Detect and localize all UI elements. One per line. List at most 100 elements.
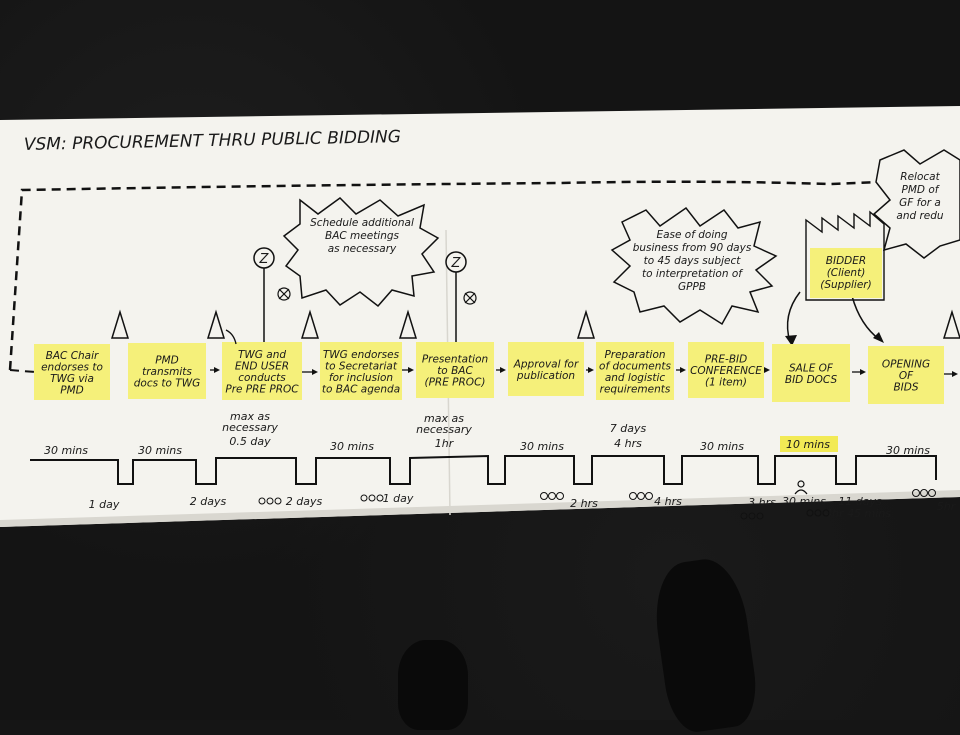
timeline-bottom-label: 11 days xyxy=(838,495,882,508)
timeline-bottom-label: 1 day xyxy=(89,498,120,511)
shoe-left xyxy=(398,640,468,730)
process-step-label: endorses to xyxy=(41,361,103,373)
kaizen-burst-text: PMD of xyxy=(902,184,941,196)
inventory-triangle-icon xyxy=(300,309,320,339)
go-see-marker-2: Z xyxy=(445,251,477,342)
process-step-label: to Secretariat xyxy=(325,360,398,372)
flow-arrowhead xyxy=(214,367,220,373)
process-step-label: Presentation xyxy=(422,354,488,366)
process-step-label: (1 item) xyxy=(705,377,747,389)
process-step-label: transmits xyxy=(142,366,192,378)
process-step-label: OF xyxy=(899,370,914,382)
sticky-note xyxy=(688,342,764,398)
inventory-triangle-icon xyxy=(398,309,418,339)
bidder-arrowhead-sale xyxy=(785,335,797,346)
flow-arrowhead xyxy=(588,367,594,373)
sticky-note xyxy=(320,342,402,400)
timeline-top-label: 10 mins xyxy=(786,438,830,451)
timeline-top-label: 7 days xyxy=(610,422,647,435)
timeline-top-label: 0.5 day xyxy=(229,435,271,448)
kaizen-burst-text: GF for a xyxy=(899,197,941,209)
process-step-label: Preparation xyxy=(604,349,665,361)
bidder-sticky-note xyxy=(810,248,882,298)
sticky-note xyxy=(508,342,584,396)
process-step-label: CONFERENCE xyxy=(690,365,762,377)
timeline-bottom-label: 1 day xyxy=(383,492,414,505)
timeline-bottom-label: 2 hrs xyxy=(570,497,598,510)
process-step-label: (PRE PROC) xyxy=(424,377,485,389)
process-step-label: TWG via xyxy=(50,373,94,385)
inventory-triangle-icon xyxy=(110,309,130,339)
process-step-label: TWG endorses xyxy=(323,349,400,361)
kaizen-burst-text: Schedule additional xyxy=(310,217,414,229)
crossed-circle-icon xyxy=(463,291,477,305)
process-step-label: publication xyxy=(516,370,575,382)
timeline-top-label: necessary xyxy=(416,423,472,436)
z-marker-icon xyxy=(445,251,467,273)
process-step-label: TWG and xyxy=(238,349,286,361)
timeline-bottom-label: 2 days xyxy=(286,495,323,508)
process-step-label: requirements xyxy=(600,383,671,395)
process-step-label: PMD xyxy=(155,355,178,367)
vsm-poster: VSM: PROCUREMENT THRU PUBLIC BIDDING Sch… xyxy=(0,106,960,527)
go-see-marker-1: Z xyxy=(253,247,291,342)
flow-arrowhead xyxy=(408,367,414,373)
flow-arrowhead xyxy=(500,367,506,373)
timeline-bottom-label: 3 hrs xyxy=(748,496,776,509)
process-step-label: END USER xyxy=(235,360,289,372)
process-step-label: BID DOCS xyxy=(785,374,838,386)
timeline-bottom-label: 2 days xyxy=(190,495,227,508)
timeline-ladder xyxy=(30,454,937,485)
timeline-top-label: 30 mins xyxy=(700,440,744,453)
z-marker-letter: Z xyxy=(259,252,270,267)
kaizen-burst-text: to interpretation of xyxy=(642,268,744,280)
flow-arrowhead xyxy=(764,367,770,373)
paper-shadow xyxy=(0,490,960,527)
flow-arrowhead xyxy=(860,369,866,375)
process-step-label: to BAC agenda xyxy=(322,383,400,395)
sticky-note xyxy=(34,344,110,400)
timeline-bottom-label: 4 hrs xyxy=(654,495,682,508)
process-step-label: SALE OF xyxy=(789,362,834,374)
process-step-label: conducts xyxy=(238,372,286,384)
z-marker-letter: Z xyxy=(451,256,462,271)
kaizen-burst-text: Relocat xyxy=(900,171,940,183)
information-flow-dashed-line xyxy=(8,180,881,371)
timeline-top-label: 30 mins xyxy=(44,444,88,457)
process-step-label: for inclusion xyxy=(329,372,393,384)
process-step-label: BAC Chair xyxy=(46,350,99,362)
kaizen-burst-text: as necessary xyxy=(328,243,397,255)
inventory-triangle-icon xyxy=(576,309,596,339)
process-step-label: OPENING xyxy=(882,359,930,371)
sticky-note xyxy=(128,343,206,399)
kaizen-burst-text: Ease of doing xyxy=(656,229,727,241)
sticky-note xyxy=(596,342,674,400)
information-flow-return xyxy=(9,369,36,373)
bidder-factory-outline xyxy=(805,210,885,301)
sticky-note xyxy=(222,342,302,400)
sticky-note xyxy=(772,344,850,402)
inventory-triangle-icon xyxy=(942,309,960,339)
kaizen-burst-text: GPPB xyxy=(678,281,706,293)
process-step-label: BIDS xyxy=(893,382,918,394)
timeline-top-label: 30 mins xyxy=(138,444,182,457)
process-step-label: PRE-BID xyxy=(705,354,747,366)
kaizen-burst-text: BAC meetings xyxy=(325,230,400,242)
bidder-label: (Supplier) xyxy=(820,279,871,291)
flow-arrowhead xyxy=(952,371,958,377)
timeline-top-label: 30 mins xyxy=(330,440,374,453)
timeline-top-label: max as xyxy=(424,412,464,425)
kaizen-burst-text: and redu xyxy=(896,210,944,222)
inventory-triangle-icon xyxy=(206,309,226,339)
